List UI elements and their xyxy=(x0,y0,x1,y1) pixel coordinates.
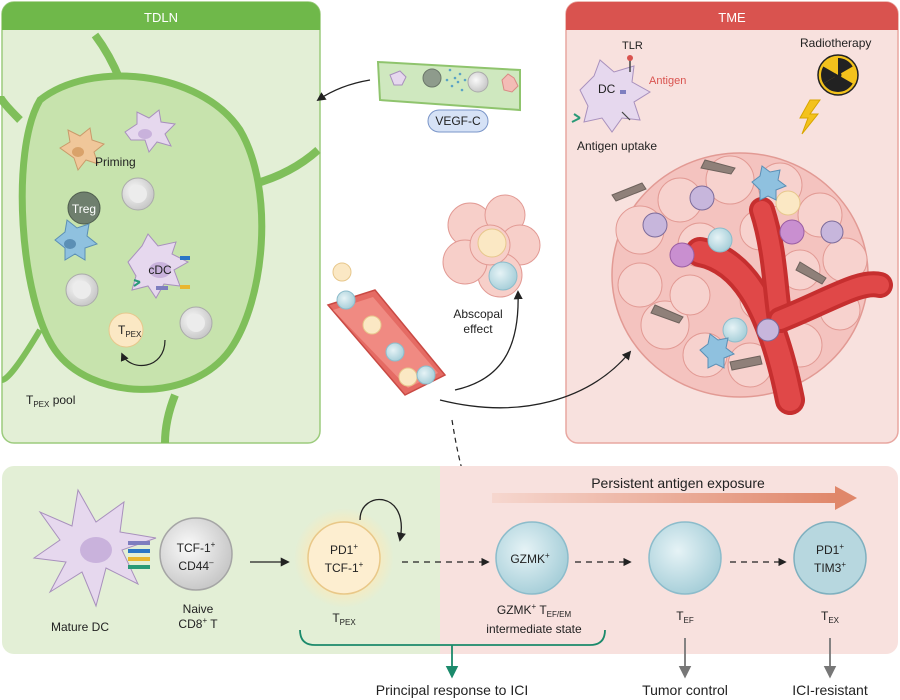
tef-caption: TEF xyxy=(676,609,694,625)
orange-dc-cell xyxy=(59,127,106,172)
tdln-header xyxy=(2,2,320,30)
principal-response-label: Principal response to ICI xyxy=(376,682,529,698)
abscopal-label-1: Abscopal xyxy=(453,307,502,321)
vegf-c-badge xyxy=(427,109,489,133)
treg-label: Treg xyxy=(72,202,96,216)
tex-caption: TEX xyxy=(821,609,840,625)
tpex-pool-label: TPEX pool xyxy=(26,393,75,409)
antigen-label: Antigen xyxy=(649,75,686,87)
tex-marker-2: TIM3+ xyxy=(814,560,846,575)
priming-label: Priming xyxy=(95,155,136,169)
persistent-antigen-arrow xyxy=(492,486,857,510)
dc-label: DC xyxy=(598,82,616,96)
tpex-selfrenew-arrow-bottom xyxy=(359,498,406,542)
blue-dc-cell xyxy=(54,219,99,261)
antigen-uptake-label: Antigen uptake xyxy=(577,139,657,153)
persistent-antigen-label: Persistent antigen exposure xyxy=(591,475,765,491)
mature-dc-cell xyxy=(32,488,157,608)
tex-cell xyxy=(793,521,867,595)
blood-vessel-center xyxy=(326,262,447,396)
radiotherapy-label: Radiotherapy xyxy=(800,36,871,50)
tdln-tpex-cell xyxy=(108,312,144,348)
naive-marker-1: TCF-1+ xyxy=(177,540,216,555)
abscopal-label-2: effect xyxy=(463,322,493,336)
radiation-icon xyxy=(817,54,859,96)
to-abscopal-arrow xyxy=(454,290,523,391)
tef-cell xyxy=(648,521,722,595)
tme-header xyxy=(566,2,898,30)
tme-dc-cell xyxy=(571,55,651,133)
tdln-tpex-label: TPEX xyxy=(118,323,142,339)
tpex-cell xyxy=(307,521,381,595)
naive-cd8-cell xyxy=(159,517,233,591)
naive-caption-1: Naive xyxy=(183,602,214,616)
gzmk-caption-1: GZMK+ TEF/EM xyxy=(497,602,572,619)
tex-marker-1: PD1+ xyxy=(816,542,844,557)
tpex-marker-2: TCF-1+ xyxy=(325,560,364,575)
abscopal-tumor xyxy=(442,194,541,298)
tumor-mass xyxy=(611,152,893,415)
tme-panel: TME TLR DC Antigen Antigen uptake Radiot… xyxy=(565,1,899,444)
gzmk-cell xyxy=(495,521,569,595)
purple-dc-cell xyxy=(124,109,177,154)
lightning-bolt-icon xyxy=(799,99,821,135)
cdc-cell xyxy=(127,233,190,299)
tme-title: TME xyxy=(718,10,746,25)
tdln-title: TDLN xyxy=(144,10,178,25)
to-tme-arrow xyxy=(439,350,632,409)
cdc-label: cDC xyxy=(148,263,172,277)
tpex-selfrenew-arrow xyxy=(120,339,166,367)
tdln-panel: TDLN Priming Treg xyxy=(0,1,321,444)
vegf-c-label: VEGF-C xyxy=(435,114,481,128)
naive-marker-2: CD44– xyxy=(178,558,214,573)
tpex-caption: TPEX xyxy=(332,611,356,627)
gzmk-caption-2: intermediate state xyxy=(486,622,582,636)
naive-caption-2: CD8+ T xyxy=(178,616,218,631)
tumor-control-label: Tumor control xyxy=(642,682,728,698)
mature-dc-label: Mature DC xyxy=(51,620,109,634)
lymphatic-vessel xyxy=(376,60,521,112)
treg-cell xyxy=(67,191,101,225)
tlr-label: TLR xyxy=(622,40,643,52)
gzmk-marker: GZMK+ xyxy=(510,551,550,566)
vessel-to-tdln-arrow xyxy=(316,79,371,102)
ici-resistant-label: ICI-resistant xyxy=(792,682,868,698)
tpex-marker-1: PD1+ xyxy=(330,542,358,557)
